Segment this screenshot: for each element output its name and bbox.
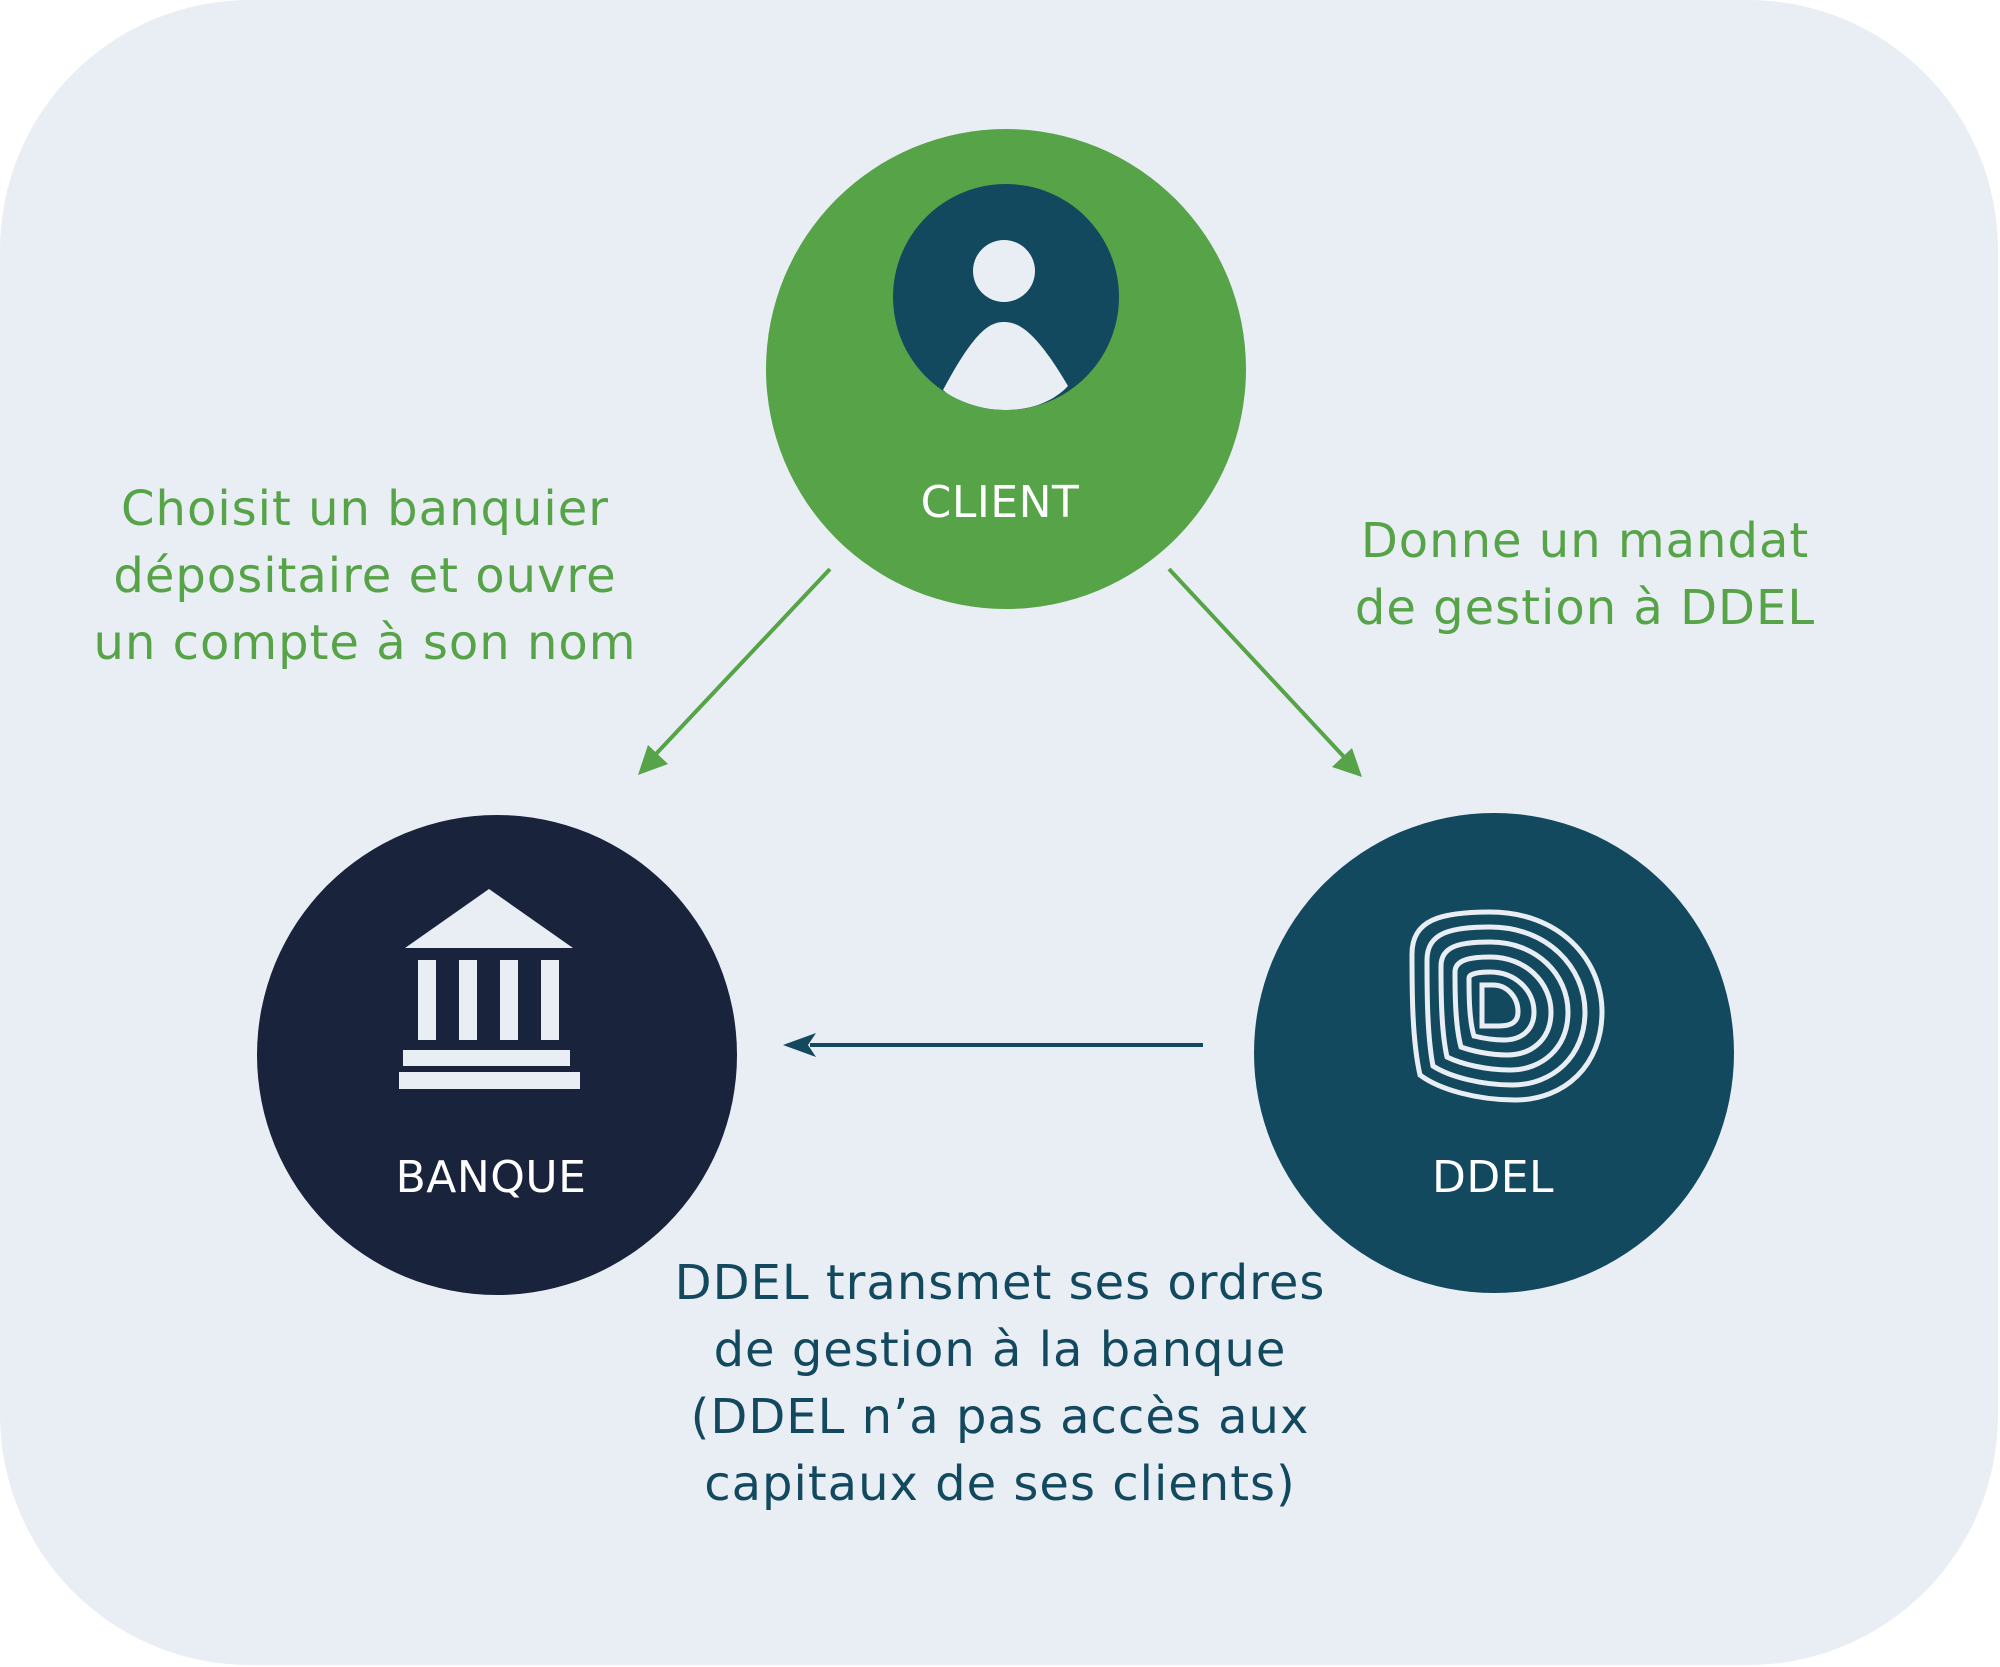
bank-icon [399,889,580,1089]
caption-client-to-ddel: Donne un mandat de gestion à DDEL [1354,513,1816,636]
user-icon [893,184,1119,410]
ddel-label: DDEL [1431,1152,1555,1203]
arrow-client-to-banque [638,567,832,775]
arrow-ddel-to-banque [783,1033,1203,1057]
arrow-client-to-ddel [1167,567,1362,777]
caption-client-to-banque: Choisit un banquier dépositaire et ouvre… [93,481,637,671]
ddel-logo-icon [1409,909,1605,1103]
banque-label: BANQUE [395,1152,587,1203]
client-label: CLIENT [920,477,1080,528]
caption-ddel-to-banque: DDEL transmet ses ordres de gestion à la… [674,1255,1326,1512]
